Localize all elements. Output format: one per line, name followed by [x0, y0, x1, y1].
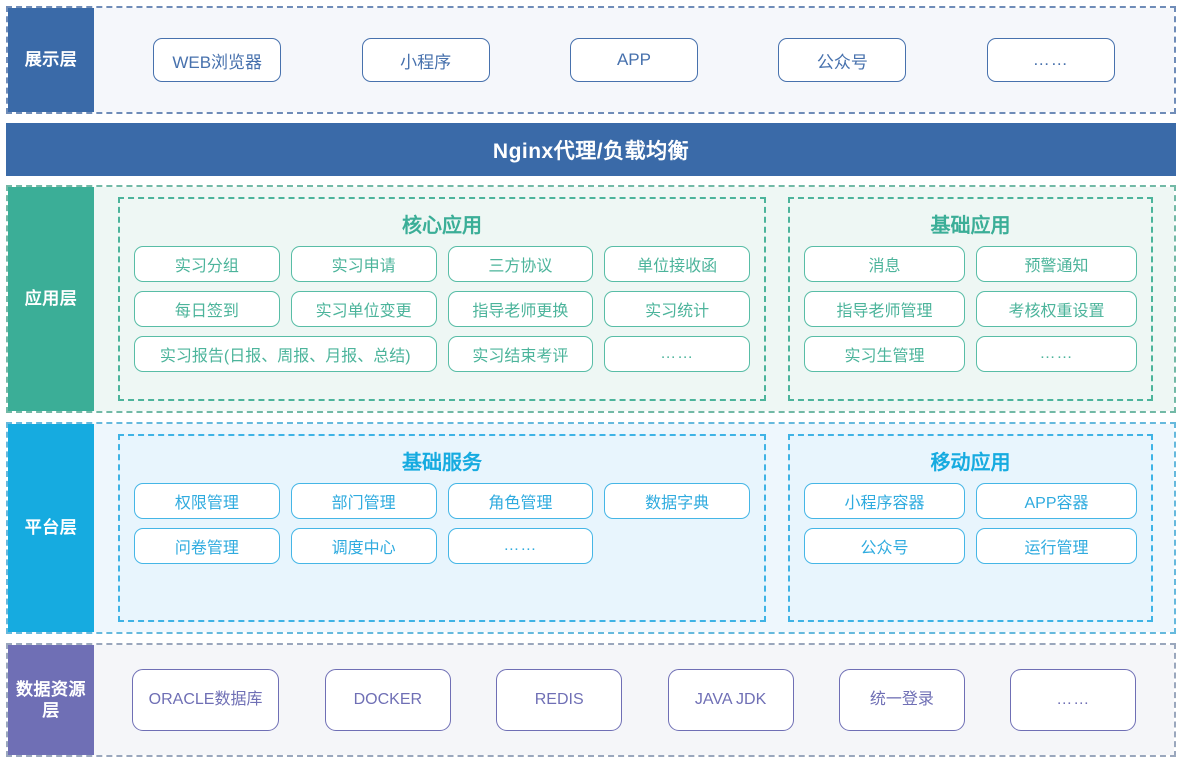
panel-grid-mobile-application: 小程序容器 APP容器 公众号 运行管理 [804, 483, 1137, 564]
panel-title-mobile-application: 移动应用 [930, 452, 1011, 474]
basic-item-assessment-weight-settings[interactable]: 考核权重设置 [976, 291, 1137, 327]
panel-core-application: 核心应用 实习分组 实习申请 三方协议 单位接收函 每日签到 实习单位变更 指导… [118, 197, 766, 401]
panel-basic-service: 基础服务 权限管理 部门管理 角色管理 数据字典 问卷管理 调度中心 …… [118, 434, 766, 622]
panel-basic-application: 基础应用 消息 预警通知 指导老师管理 考核权重设置 实习生管理 …… [788, 197, 1153, 401]
service-item-role-management[interactable]: 角色管理 [447, 483, 594, 519]
panel-title-basic-application: 基础应用 [930, 215, 1011, 237]
app-item-unit-acceptance-letter[interactable]: 单位接收函 [604, 246, 750, 282]
app-item-mentor-replacement[interactable]: 指导老师更换 [447, 291, 594, 327]
gateway-bar-nginx: Nginx代理/负载均衡 [6, 123, 1176, 176]
mobile-item-operation-management[interactable]: 运行管理 [976, 528, 1137, 564]
basic-item-more[interactable]: …… [976, 336, 1137, 372]
presentation-item-app[interactable]: APP [569, 38, 698, 82]
app-item-internship-grouping[interactable]: 实习分组 [134, 246, 280, 282]
data-item-more[interactable]: …… [1010, 669, 1137, 731]
presentation-item-more[interactable]: …… [986, 38, 1115, 82]
data-resource-items: ORACLE数据库 DOCKER REDIS JAVA JDK 统一登录 …… [94, 645, 1174, 755]
presentation-item-mini-program[interactable]: 小程序 [361, 38, 490, 82]
basic-item-mentor-management[interactable]: 指导老师管理 [804, 291, 965, 327]
app-item-internship-unit-change[interactable]: 实习单位变更 [290, 291, 437, 327]
data-item-docker[interactable]: DOCKER [324, 669, 451, 731]
layer-data-resource: 数据资源层 ORACLE数据库 DOCKER REDIS JAVA JDK 统一… [6, 643, 1176, 757]
panel-grid-basic-service: 权限管理 部门管理 角色管理 数据字典 问卷管理 调度中心 …… [134, 483, 750, 564]
platform-panels: 基础服务 权限管理 部门管理 角色管理 数据字典 问卷管理 调度中心 …… 移动… [94, 424, 1174, 632]
presentation-item-web-browser[interactable]: WEB浏览器 [153, 38, 282, 82]
application-panels: 核心应用 实习分组 实习申请 三方协议 单位接收函 每日签到 实习单位变更 指导… [94, 187, 1174, 411]
layer-label-presentation: 展示层 [8, 8, 94, 112]
basic-item-intern-management[interactable]: 实习生管理 [804, 336, 965, 372]
service-item-data-dictionary[interactable]: 数据字典 [604, 483, 750, 519]
presentation-items: WEB浏览器 小程序 APP 公众号 …… [94, 8, 1174, 112]
app-item-more[interactable]: …… [604, 336, 750, 372]
service-item-permission-management[interactable]: 权限管理 [134, 483, 280, 519]
mobile-item-official-account[interactable]: 公众号 [804, 528, 965, 564]
layer-presentation: 展示层 WEB浏览器 小程序 APP 公众号 …… [6, 6, 1176, 114]
data-item-oracle-database[interactable]: ORACLE数据库 [131, 669, 280, 731]
app-item-internship-statistics[interactable]: 实习统计 [604, 291, 750, 327]
app-item-internship-reports[interactable]: 实习报告(日报、周报、月报、总结) [134, 336, 437, 372]
panel-grid-core-application: 实习分组 实习申请 三方协议 单位接收函 每日签到 实习单位变更 指导老师更换 … [134, 246, 750, 372]
service-item-department-management[interactable]: 部门管理 [290, 483, 437, 519]
layer-platform: 平台层 基础服务 权限管理 部门管理 角色管理 数据字典 问卷管理 调度中心 …… [6, 422, 1176, 634]
panel-title-core-application: 核心应用 [402, 215, 482, 237]
layer-application: 应用层 核心应用 实习分组 实习申请 三方协议 单位接收函 每日签到 实习单位变… [6, 185, 1176, 413]
app-item-tripartite-agreement[interactable]: 三方协议 [447, 246, 594, 282]
data-item-redis[interactable]: REDIS [496, 669, 623, 731]
data-item-unified-login[interactable]: 统一登录 [838, 669, 965, 731]
layer-label-platform: 平台层 [8, 424, 94, 632]
data-item-java-jdk[interactable]: JAVA JDK [667, 669, 794, 731]
mobile-item-mini-program-container[interactable]: 小程序容器 [804, 483, 965, 519]
app-item-daily-check-in[interactable]: 每日签到 [134, 291, 280, 327]
basic-item-message[interactable]: 消息 [804, 246, 965, 282]
layer-label-data-resource: 数据资源层 [8, 645, 94, 755]
service-item-scheduling-center[interactable]: 调度中心 [290, 528, 437, 564]
panel-mobile-application: 移动应用 小程序容器 APP容器 公众号 运行管理 [788, 434, 1153, 622]
service-item-more[interactable]: …… [447, 528, 594, 564]
layer-label-application: 应用层 [8, 187, 94, 411]
app-item-internship-application[interactable]: 实习申请 [290, 246, 437, 282]
app-item-internship-final-evaluation[interactable]: 实习结束考评 [447, 336, 594, 372]
basic-item-warning-notification[interactable]: 预警通知 [976, 246, 1137, 282]
service-item-questionnaire-management[interactable]: 问卷管理 [134, 528, 280, 564]
panel-grid-basic-application: 消息 预警通知 指导老师管理 考核权重设置 实习生管理 …… [804, 246, 1137, 372]
mobile-item-app-container[interactable]: APP容器 [976, 483, 1137, 519]
presentation-item-official-account[interactable]: 公众号 [778, 38, 907, 82]
panel-title-basic-service: 基础服务 [402, 452, 482, 474]
